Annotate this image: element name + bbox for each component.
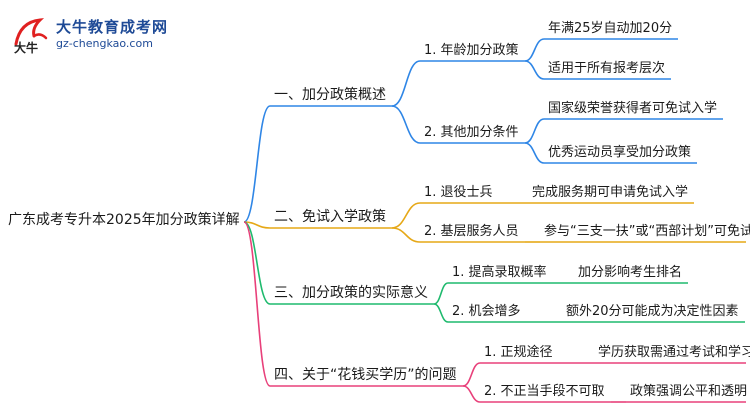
branch-buying-degree: 四、关于“花钱买学历”的问题	[274, 367, 457, 383]
brand-logo: 大牛 大牛教育成考网 gz-chengkao.com	[8, 12, 168, 56]
logo-site-url: gz-chengkao.com	[56, 37, 153, 50]
leaf-veterans-exempt: 完成服务期可申请免试入学	[532, 185, 689, 200]
logo-site-name: 大牛教育成考网	[56, 18, 169, 36]
connector-root-branch-3	[243, 221, 271, 387]
root-topic: 广东成考专升本2025年加分政策详解	[8, 212, 240, 228]
subbranch-veterans: 1. 退役士兵	[424, 185, 493, 200]
subbranch-improper-means: 2. 不正当手段不可取	[484, 384, 605, 399]
connector-branch-3-sub-1	[462, 385, 481, 403]
branch-practical-meaning: 三、加分政策的实际意义	[274, 285, 428, 301]
connector-branch-2-sub-0	[433, 282, 449, 305]
connector-branch-3-sub-0	[462, 362, 481, 387]
connector-branch-2-sub-1	[433, 303, 449, 323]
subbranch-grassroots: 2. 基层服务人员	[424, 224, 519, 239]
connector-sub-0-0-leaf-1	[524, 60, 545, 80]
logo-mark-icon: 大牛	[14, 18, 48, 54]
connector-branch-0-sub-0	[391, 60, 421, 107]
subbranch-legit-path: 1. 正规途径	[484, 345, 553, 360]
branch-policy-overview: 一、加分政策概述	[274, 87, 386, 103]
subbranch-age-bonus: 1. 年龄加分政策	[424, 43, 519, 58]
leaf-exam-and-study: 学历获取需通过考试和学习	[598, 345, 750, 360]
branch-exam-exemption: 二、免试入学政策	[274, 209, 386, 225]
leaf-national-honor: 国家级荣誉获得者可免试入学	[548, 101, 718, 116]
connector-branch-1-sub-1	[391, 227, 421, 243]
connector-sub-0-1-leaf-0	[524, 118, 545, 144]
leaf-age-25-bonus: 年满25岁自动加20分	[548, 21, 673, 36]
connector-sub-0-1-leaf-1	[524, 142, 545, 164]
connector-sub-0-0-leaf-0	[524, 38, 545, 62]
leaf-extra-20-points: 额外20分可能成为决定性因素	[566, 304, 739, 319]
connector-root-branch-2	[243, 221, 271, 305]
leaf-athlete-bonus: 优秀运动员享受加分政策	[548, 145, 692, 160]
subbranch-other-conditions: 2. 其他加分条件	[424, 125, 519, 140]
leaf-ranking-effect: 加分影响考生排名	[578, 265, 683, 280]
subbranch-admission-rate: 1. 提高录取概率	[452, 265, 547, 280]
connector-root-branch-1	[243, 221, 271, 229]
logo-mark-text: 大牛	[14, 40, 38, 54]
leaf-grassroots-exempt: 参与“三支一扶”或“西部计划”可免试	[544, 224, 750, 239]
leaf-fair-transparent: 政策强调公平和透明	[630, 384, 748, 399]
leaf-all-levels: 适用于所有报考层次	[548, 61, 666, 76]
subbranch-more-chances: 2. 机会增多	[452, 304, 521, 319]
connector-branch-1-sub-0	[391, 202, 421, 229]
connector-root-branch-0	[243, 105, 271, 223]
connector-branch-0-sub-1	[391, 105, 421, 144]
